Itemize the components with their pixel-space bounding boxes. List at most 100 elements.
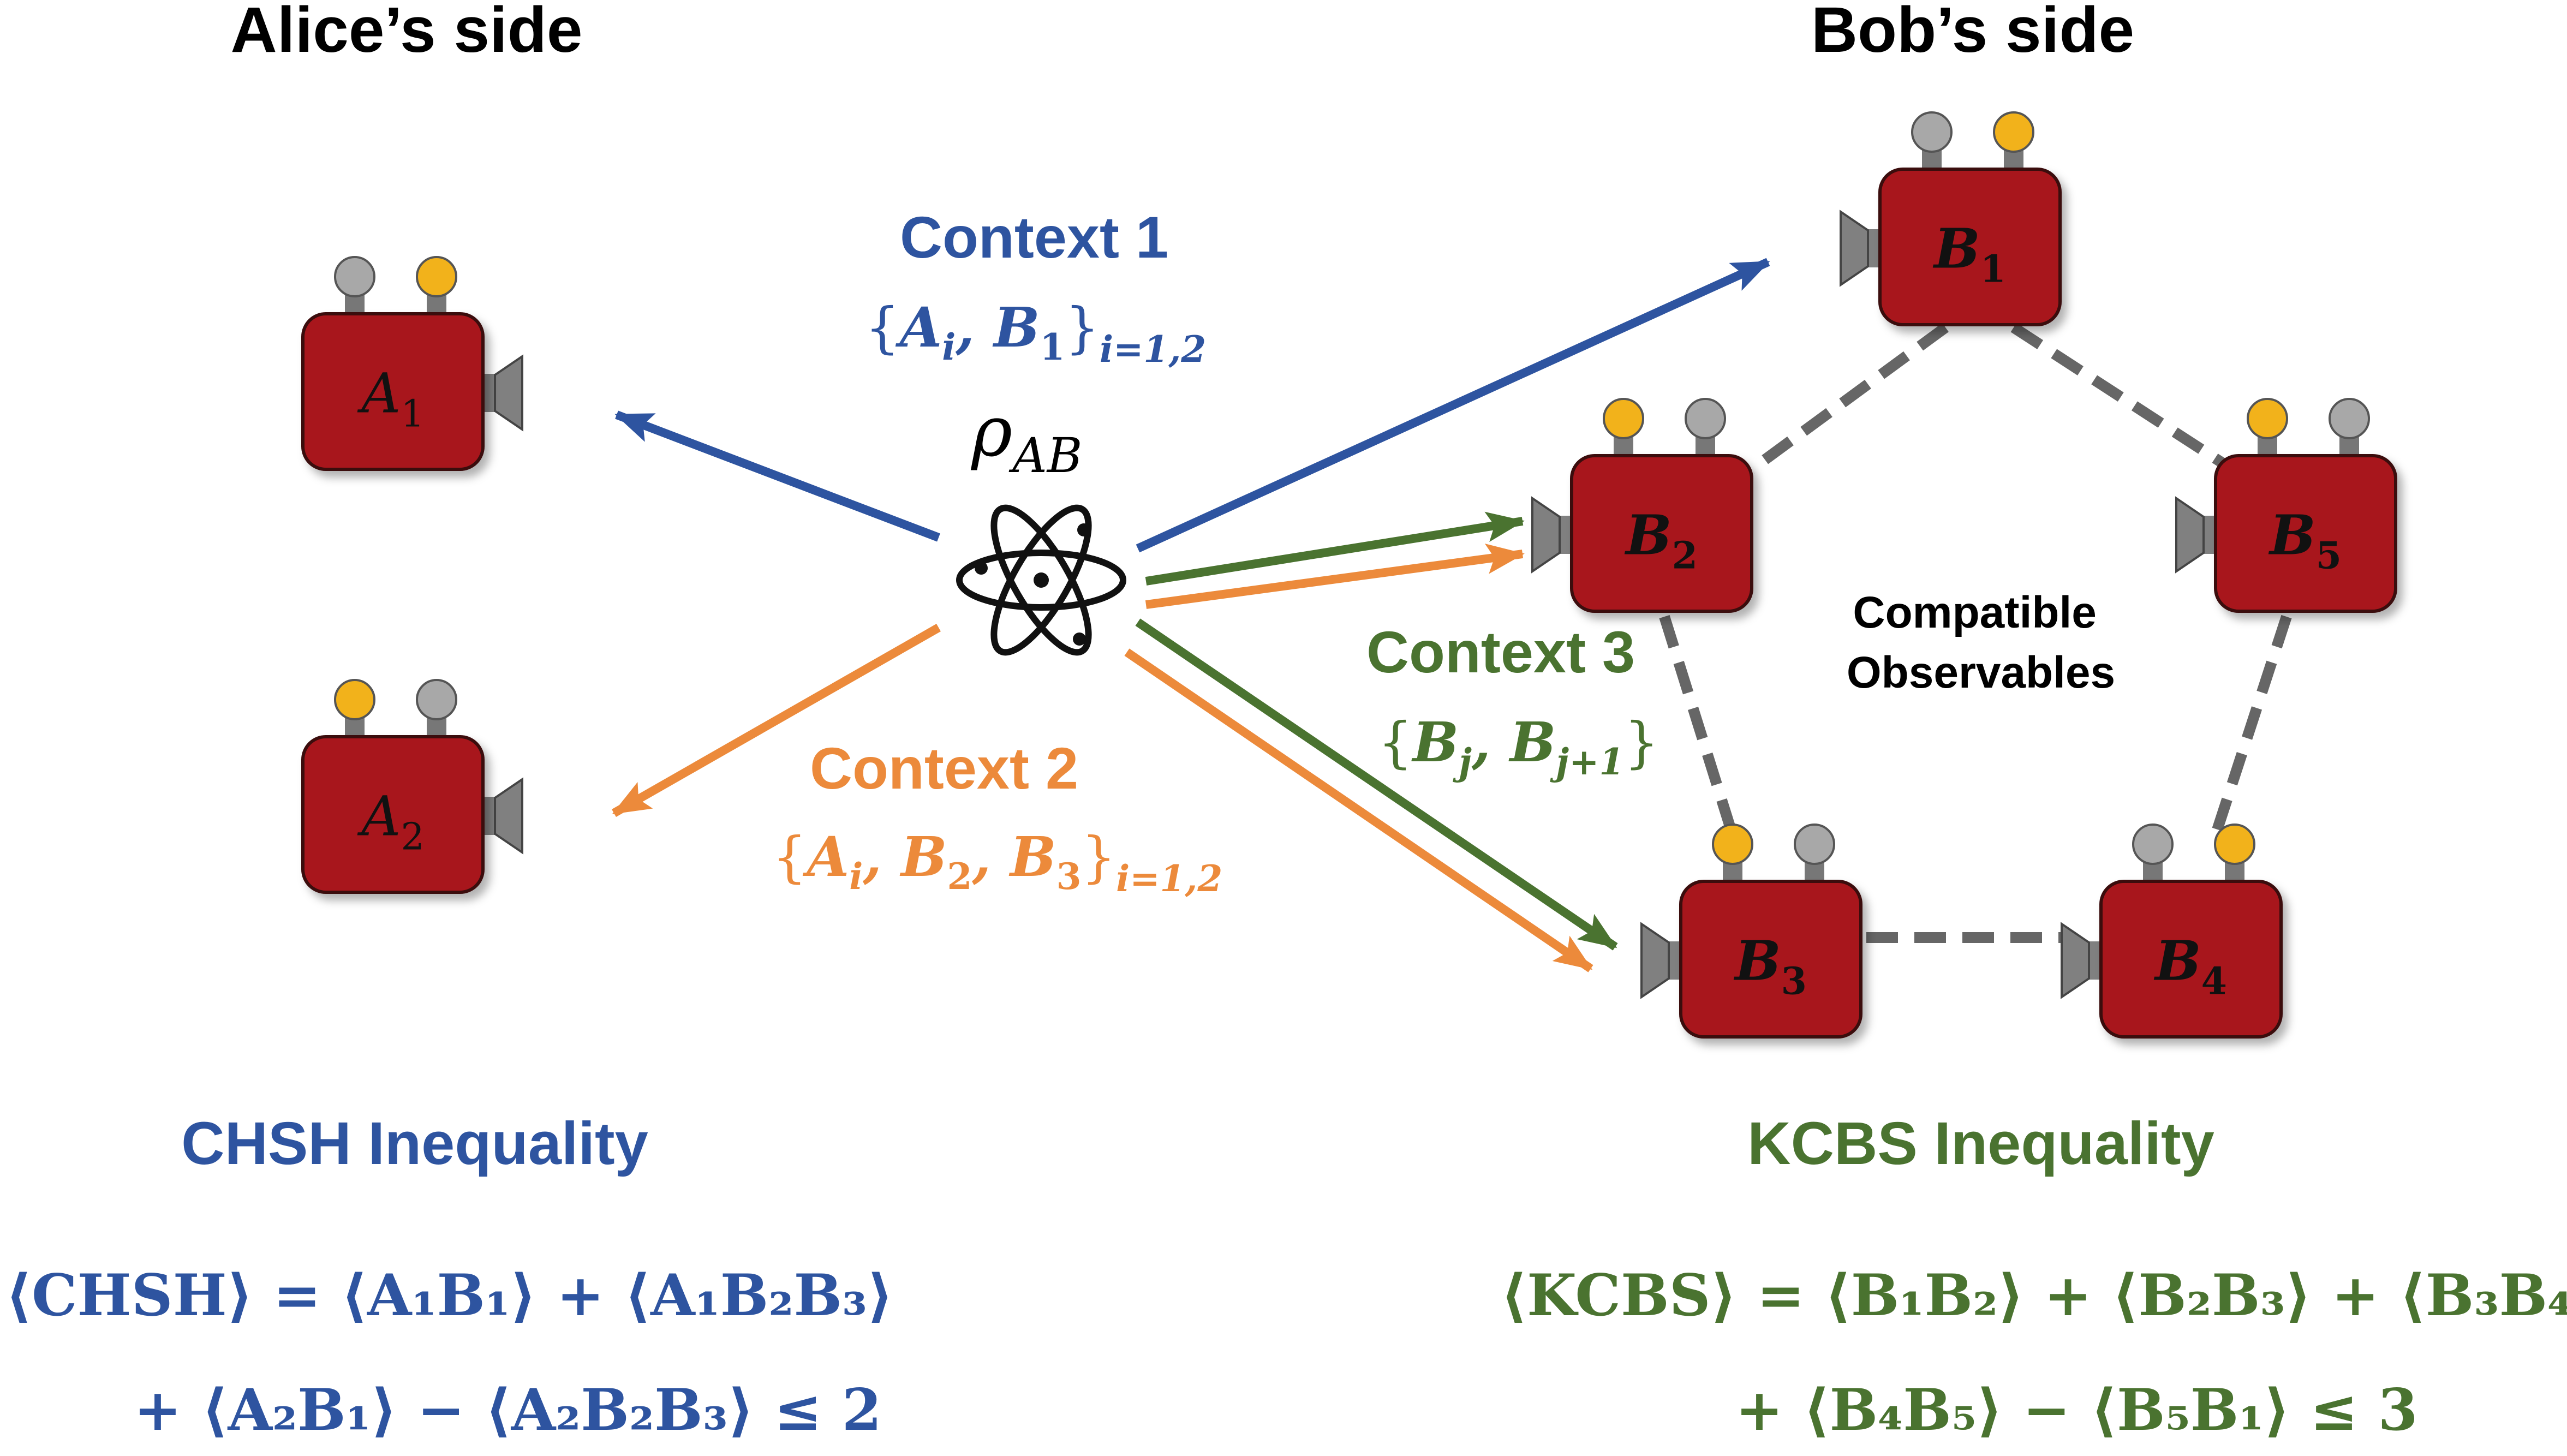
bulb-glass [2247,398,2288,439]
context-arrows [612,258,1770,972]
camera-lens-icon [481,354,523,432]
c2-comma1: , [862,825,901,889]
c2-item-a-sub: i [849,855,863,898]
compatible-observables-label: Compatible Observables [1847,588,2115,697]
box-label-letter: A [357,362,401,426]
measurement-box-a1: A1 [301,256,523,471]
arrow-context3-to-b3 [1135,618,1618,951]
chsh-title: CHSH Inequality [181,1110,648,1177]
lightbulb-on-icon [1993,111,2034,168]
c2-item-b3: B [1008,825,1056,889]
box-body [2099,880,2283,1039]
box-label: B1 [1932,217,2006,291]
c1-brace-open: { [865,296,900,360]
c1-item-a-sub: i [942,326,956,368]
lens-cone [494,354,523,432]
edge-b1-b5 [2010,323,2227,469]
box-label-letter: B [1624,503,1672,568]
bulb-glass [1794,824,1835,865]
bulb-glass [2329,398,2370,439]
c2-item-a: A [803,825,850,889]
lightbulb-on-icon [2247,398,2288,455]
c3-item-b2: B [1508,710,1556,774]
context2-title: Context 2 [810,735,1078,801]
c1-item-b: B [992,295,1040,360]
c2-item-b2-sub: 2 [947,855,972,898]
box-label-index: 3 [1781,960,1807,1004]
bulb-glass [1685,398,1726,439]
bulb-glass [334,679,375,720]
arrow-context3-to-b2 [1145,511,1525,586]
measurement-box-b5: B5 [2175,398,2397,613]
lightbulb-off-icon [1911,111,1953,168]
measurement-box-b1: B1 [1840,111,2062,326]
bulb-glass [1911,111,1953,153]
box-body [1679,880,1862,1039]
context1-title: Context 1 [900,204,1168,270]
edge-b2-b3 [1659,615,1738,837]
atom-icon [956,504,1126,656]
c3-item-b: B [1411,710,1459,774]
lightbulb-off-icon [2329,398,2370,455]
c1-brace-close: } [1065,296,1100,360]
lens-cone [1531,496,1561,574]
lightbulb-on-icon [334,679,375,736]
box-label-index: 2 [1672,534,1698,578]
c3-item-b2-sub: j+1 [1550,741,1624,783]
measurement-box-b4: B4 [2061,824,2283,1039]
camera-lens-icon [1840,210,1882,287]
c3-brace-open: { [1378,711,1413,774]
c2-item-b3-sub: 3 [1056,855,1082,898]
context1-set: {Ai, B1}i=1,2 [865,295,1206,371]
lightbulb-off-icon [416,679,457,736]
box-label-index: 2 [401,816,424,859]
box-label: B4 [2153,929,2227,1004]
context3-title: Context 3 [1366,619,1635,685]
box-label: A2 [357,785,424,859]
lens-cone [2175,496,2205,574]
lightbulb-on-icon [1712,824,1753,880]
bulb-glass [1993,111,2034,153]
box-body [301,312,485,471]
arrow-context2-to-b2 [1145,544,1525,609]
chsh-line1: ⟨CHSH⟩ = ⟨A₁B₁⟩ + ⟨A₁B₂B₃⟩ [5,1261,893,1329]
lens-cone [2061,922,2090,999]
lens-cone [1840,210,1869,287]
lightbulb-on-icon [416,256,457,313]
box-label-letter: B [2268,503,2316,568]
context2-set: {Ai, B2, B3}i=1,2 [772,825,1222,900]
lightbulb-off-icon [1794,824,1835,880]
box-label-index: 1 [401,393,424,436]
camera-lens-icon [481,777,523,855]
bulb-glass [2132,824,2174,865]
lightbulb-off-icon [334,256,375,313]
bob-side-header: Bob’s side [1811,0,2134,66]
lens-cone [1640,922,1670,999]
c1-item-b-sub: 1 [1040,326,1065,368]
camera-lens-icon [1531,496,1574,574]
measurement-box-b3: B3 [1640,824,1862,1039]
kcbs-line1: ⟨KCBS⟩ = ⟨B₁B₂⟩ + ⟨B₂B₃⟩ + ⟨B₃B₄⟩ [1501,1261,2567,1329]
box-label: B3 [1733,929,1807,1004]
camera-lens-icon [2175,496,2218,574]
box-label: A1 [357,362,424,436]
lightbulb-off-icon [2132,824,2174,880]
c2-item-b2: B [899,825,947,889]
c3-comma: , [1471,710,1510,774]
lightbulb-on-icon [1603,398,1644,455]
state-symbol: ρ [970,391,1012,473]
alice-side-header: Alice’s side [231,0,583,66]
measurement-box-b2: B2 [1531,398,1753,613]
box-label-letter: B [2153,929,2201,993]
box-body [1570,454,1753,613]
box-label-index: 4 [2201,960,2227,1004]
c1-comma: , [955,295,994,360]
measurement-box-a2: A2 [301,679,523,894]
compatibility-graph [1659,323,2292,943]
bulb-glass [416,679,457,720]
bulb-glass [1603,398,1644,439]
box-label-letter: B [1733,929,1781,993]
box-body [2214,454,2397,613]
camera-lens-icon [1640,922,1683,999]
